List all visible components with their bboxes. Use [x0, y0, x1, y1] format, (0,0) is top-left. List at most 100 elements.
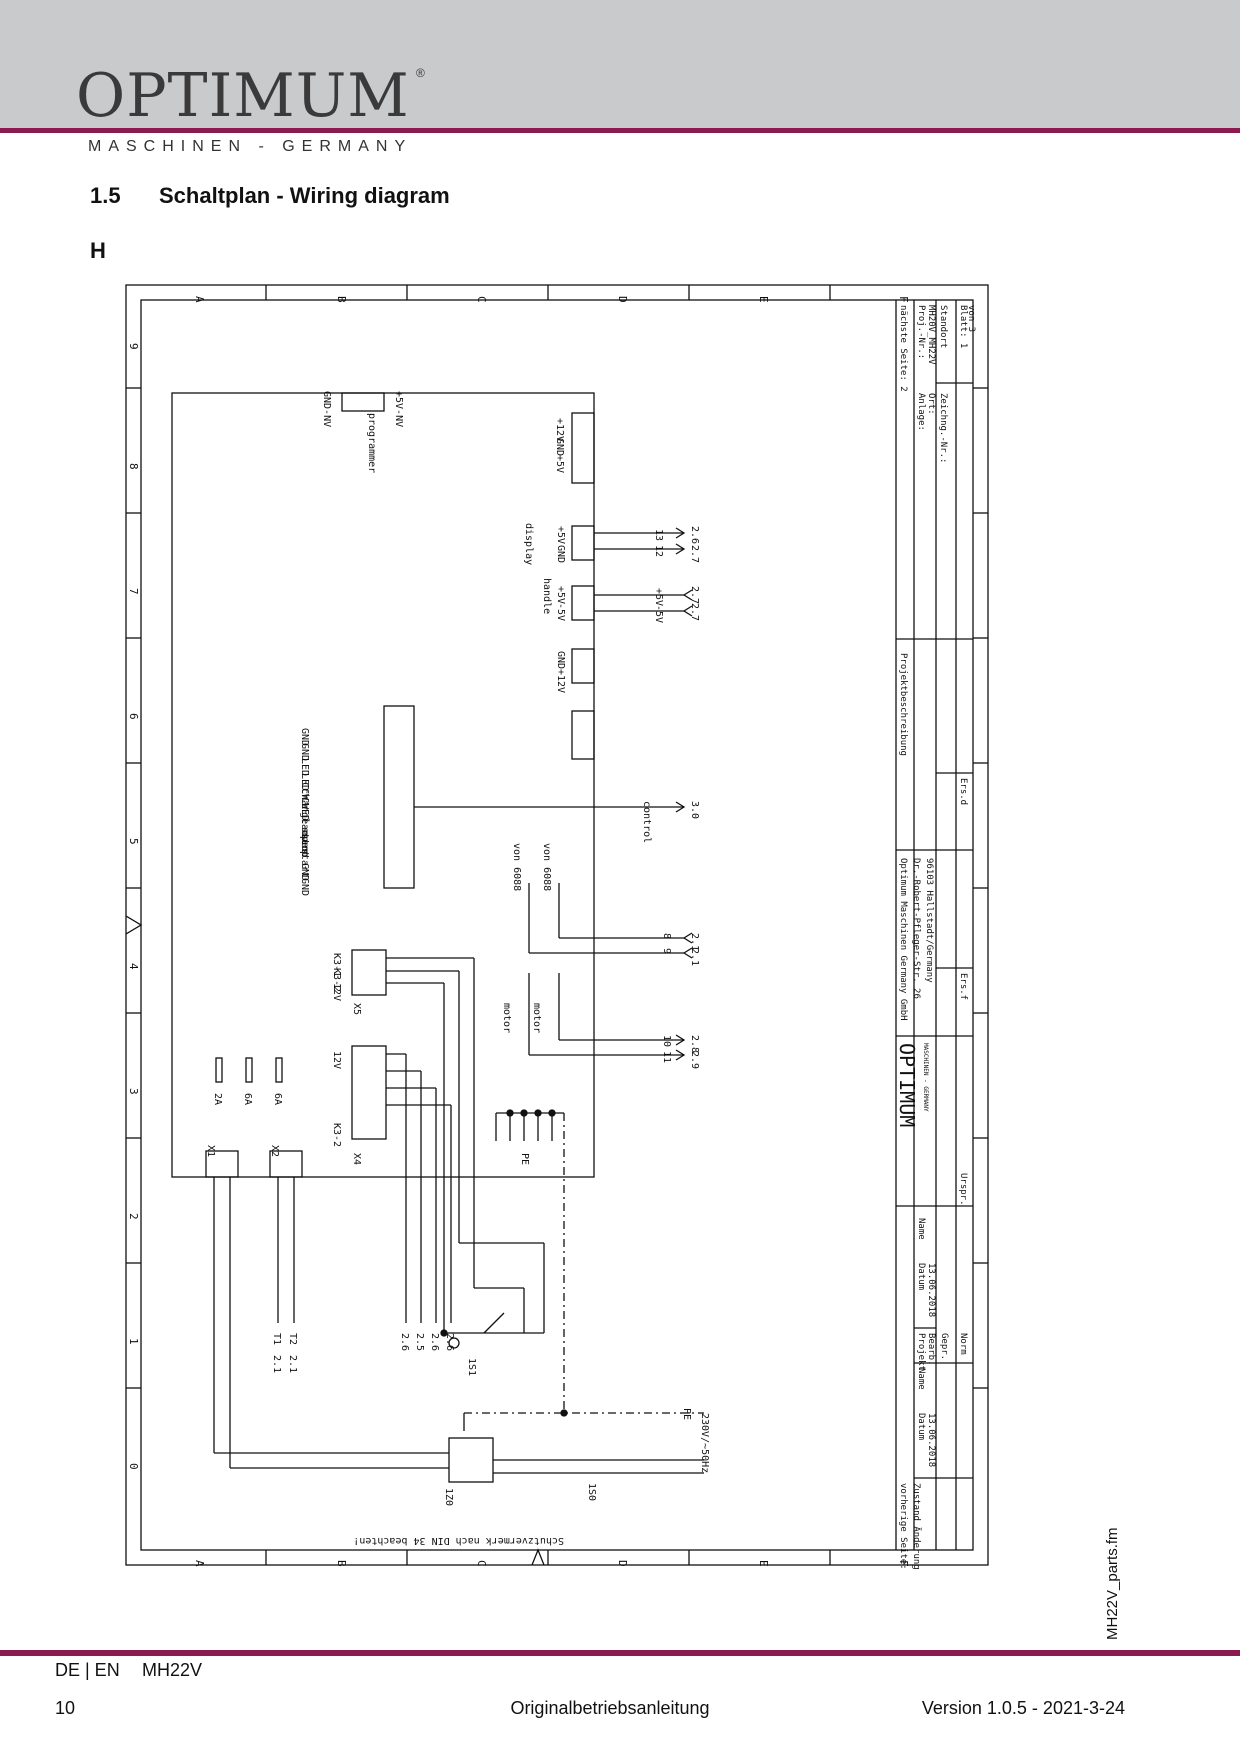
tb-proj-val: MH20V_MH22V	[926, 305, 936, 365]
t2-ref: 2.1	[287, 1355, 298, 1373]
grid-number-3: 3	[127, 1088, 140, 1095]
control-pin-7: lamp	[299, 818, 310, 842]
display-wire-13: 13	[653, 529, 664, 541]
display-wire-12: 12	[653, 545, 664, 557]
tb-blatt: Blatt: 1	[958, 305, 968, 348]
supply-wire-minus5v: -5V	[653, 605, 664, 623]
grid-letter-c-bottom: C	[475, 1560, 488, 1567]
power-pin-5v: +5V	[554, 455, 565, 473]
grid-letter-a-bottom: A	[193, 1560, 206, 1567]
tb-datum: Datum	[916, 1263, 926, 1290]
bottom-ref-3: 2.6	[429, 1333, 440, 1351]
header-rule	[0, 128, 1240, 133]
t2-label: T2	[287, 1333, 298, 1345]
grid-number-6: 6	[127, 713, 140, 720]
transformer-label: 1Z0	[443, 1488, 454, 1506]
tb-city: 96103 Hallstadt/Germany	[924, 858, 934, 983]
tb-company: Optimum Maschinen Germany GmbH	[898, 858, 908, 1021]
tb-date1: 13.06.2018	[926, 1263, 936, 1317]
tb-gepr: Gepr.	[939, 1333, 949, 1360]
logo-subtitle: MASCHINEN - GERMANY	[88, 138, 413, 155]
x5-pin-k31: K3-1	[331, 953, 342, 977]
pe-label: PE	[519, 1153, 530, 1165]
control-ref: 3.0	[689, 801, 700, 819]
display-pin-5v: +5V	[555, 526, 566, 544]
supply-pin-minus5v: -5V	[555, 603, 566, 621]
bottom-ref-1: 2.6	[399, 1333, 410, 1351]
control-pin-3: LED CCW	[299, 758, 310, 801]
grid-letter-e: E	[757, 296, 770, 303]
power-pin-gnd: GND	[554, 438, 565, 456]
tb-datum2: Datum	[916, 1413, 926, 1440]
label-gnd-nv: GND-NV	[321, 391, 332, 427]
control-pin-9: start	[299, 848, 310, 878]
x5-label: X5	[351, 1003, 362, 1015]
variant-label: H	[90, 238, 106, 263]
control-pin-2: GND	[299, 743, 310, 761]
control-pin-5: change-over	[299, 788, 310, 854]
s1-label: 1S1	[466, 1358, 477, 1376]
control-pin-11: GND	[299, 878, 310, 896]
grid-number-9: 9	[127, 343, 140, 350]
mains-voltage: 230V/~50Hz	[699, 1413, 710, 1473]
gnd12-pin-gnd: GND	[555, 651, 566, 669]
switch-label: 1S0	[586, 1483, 597, 1501]
x2-label: X2	[269, 1145, 280, 1157]
handle-label: handle	[541, 578, 552, 614]
x1-label: X1	[205, 1145, 216, 1157]
tb-logo: OPTIMUM	[895, 1043, 919, 1127]
grid-number-8: 8	[127, 463, 140, 470]
page-number: 10	[55, 1698, 76, 1718]
grid-letter-d-bottom: D	[616, 1560, 629, 1567]
footer-model: MH22V	[142, 1660, 203, 1680]
control-pin-1: GND	[299, 728, 310, 746]
grid-letter-f: F	[897, 296, 910, 303]
x4-pin-12v: 12V	[331, 1051, 342, 1069]
motor-label-b: motor	[531, 1003, 542, 1033]
control-pin-8: stop	[299, 833, 310, 857]
supply-ref-1: 2.7	[689, 586, 700, 604]
file-name-note: MH22V_parts.fm	[1104, 1527, 1121, 1640]
x4-pin-k32: K3-2	[331, 1123, 342, 1147]
grid-letter-d: D	[616, 296, 629, 303]
footer-language: DE | EN	[55, 1660, 120, 1680]
wiring-diagram: A B C D E F A B C D E F 9 8 7 6 5 4 3 2 …	[125, 284, 989, 1569]
grid-letter-c: C	[475, 296, 488, 303]
logo-registered-mark: ®	[416, 66, 425, 80]
control-pin-6: LED start	[299, 803, 310, 857]
grid-letter-e-bottom: E	[757, 1560, 770, 1567]
grid-number-0: 0	[127, 1463, 140, 1470]
tb-ort: Ort:	[926, 393, 936, 415]
tb-ers-f: Ers.f	[958, 973, 968, 1000]
display-ref-27: 2.7	[689, 545, 700, 563]
footer-center-text: Originalbetriebsanleitung	[510, 1698, 710, 1718]
tb-norm: Norm	[958, 1333, 968, 1355]
motor-label-a: motor	[501, 1003, 512, 1033]
tb-zustand: Zustand Änderung	[911, 1483, 922, 1569]
label-programmer: programmer	[366, 413, 377, 473]
control-wire-label: control	[641, 801, 652, 843]
tb-naechste: nächste Seite: 2	[898, 305, 908, 392]
tb-bearb: Bearb.	[926, 1333, 936, 1366]
display-pin-gnd: GND	[555, 545, 566, 563]
grid-letter-b-bottom: B	[335, 1560, 348, 1567]
motor-ref-28: 2.8	[689, 1035, 700, 1053]
motor-wire-10: 10	[661, 1035, 672, 1047]
von-6088-b: von 6088	[541, 843, 552, 891]
motor-wire-11: 11	[661, 1051, 672, 1063]
bottom-ref-2: 2.5	[414, 1333, 425, 1351]
tb-projekt: Projekt	[916, 1333, 926, 1371]
control-pin-10: GND	[299, 863, 310, 881]
tb-urspr: Urspr.	[958, 1173, 968, 1206]
section-number: 1.5	[90, 183, 121, 208]
grid-number-5: 5	[127, 838, 140, 845]
wire-8: 8	[661, 933, 672, 939]
tb-street: Dr.-Robert-Pfleger-Str. 26	[911, 858, 921, 999]
grid-letter-f-bottom: F	[897, 1560, 910, 1567]
grid-letter-b: B	[335, 296, 348, 303]
section-title: Schaltplan - Wiring diagram	[159, 183, 450, 208]
gnd12-pin-12v: +12V	[555, 669, 566, 693]
supply-pin-5v: +5V	[555, 586, 566, 604]
power-pin-12v: +12V	[554, 418, 565, 442]
tb-projektbeschreibung: Projektbeschreibung	[898, 653, 908, 756]
